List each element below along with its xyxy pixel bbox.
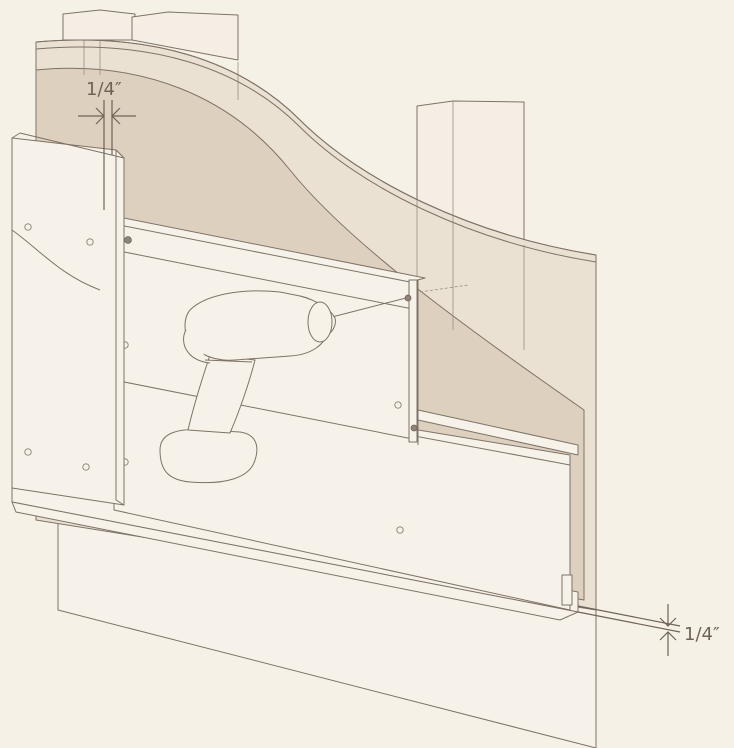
- dimension-label-top: 1/4″: [86, 79, 122, 100]
- screw-icon: [331, 284, 469, 318]
- cordless-drill-icon: [159, 290, 336, 484]
- siding-board-stub: [410, 409, 579, 456]
- dimension-marker-top: [78, 100, 136, 210]
- stud-left: [62, 9, 136, 41]
- dimension-marker-bottom: [577, 604, 681, 656]
- corner-trim-board: [11, 132, 132, 506]
- dimension-label-bottom: 1/4″: [684, 624, 720, 645]
- stud-right: [416, 100, 525, 246]
- stud-middle: [131, 11, 239, 61]
